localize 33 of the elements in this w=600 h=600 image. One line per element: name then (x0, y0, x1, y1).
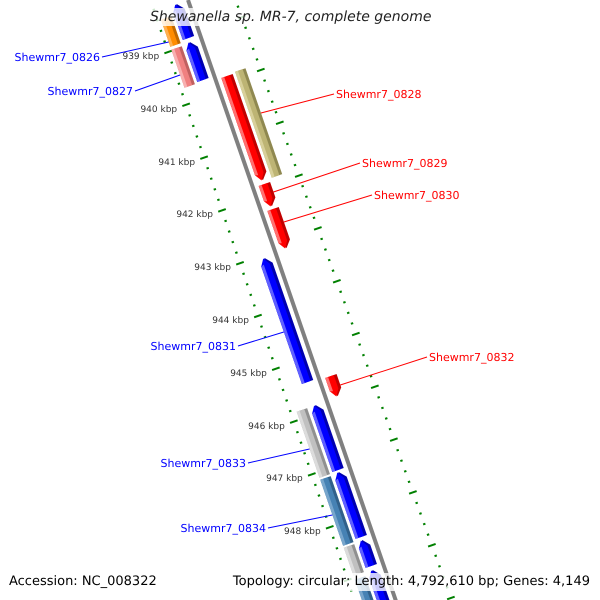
tick-label: 945 kbp (230, 368, 267, 380)
gene-label: Shewmr7_0834 (180, 522, 266, 534)
tick-label: 943 kbp (194, 263, 231, 274)
leader-line (260, 94, 334, 114)
tick-label: 948 kbp (284, 527, 321, 538)
tick-label: 944 kbp (212, 316, 249, 327)
gene-label: Shewmr7_0829 (362, 156, 448, 170)
gene-label: Shewmr7_0833 (160, 456, 246, 470)
leader-line (272, 162, 360, 192)
leader-line (248, 448, 310, 464)
tick-label: 942 kbp (176, 210, 214, 222)
leader-line (283, 194, 372, 222)
gene-block (235, 68, 282, 178)
gene-label: Shewmr7_0830 (374, 188, 460, 202)
leader-line (340, 356, 428, 386)
gene-label: Shewmr7_0832 (429, 350, 514, 364)
tick-label: 941 kbp (158, 158, 196, 169)
tick-label: 947 kbp (266, 474, 303, 486)
leader-line (238, 332, 284, 346)
tick-label: 939 kbp (122, 52, 160, 63)
gene-block (267, 207, 290, 248)
tick-label: 940 kbp (140, 104, 178, 116)
gene-label: Shewmr7_0826 (14, 50, 100, 64)
leader-line (102, 42, 170, 58)
tick-label: 946 kbp (248, 422, 285, 433)
gene-label: Shewmr7_0827 (48, 84, 133, 98)
gene-label: Shewmr7_0828 (336, 88, 422, 100)
genome-stats-text: Topology: circular; Length: 4,792,610 bp; Genes: 4,149 (230, 573, 592, 591)
leader-line (268, 514, 333, 528)
leader-line (134, 74, 181, 92)
gene-block (258, 182, 276, 206)
gene-block (325, 374, 342, 396)
gene-label: Shewmr7_0831 (150, 340, 236, 352)
